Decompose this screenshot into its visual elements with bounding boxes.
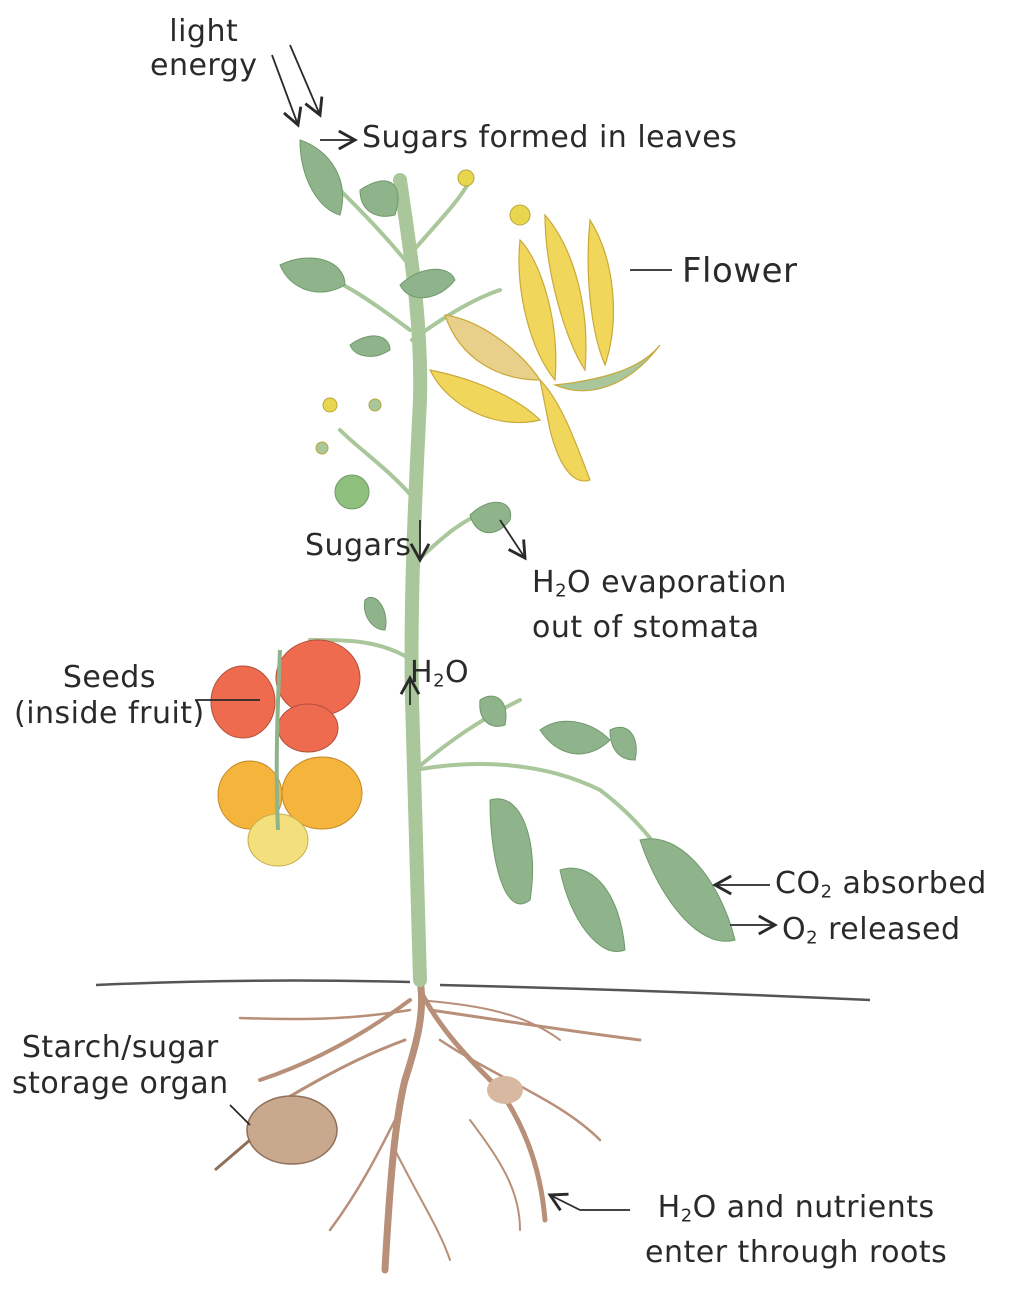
- label-flower: Flower: [682, 253, 798, 289]
- label-sugars: Sugars: [305, 528, 411, 564]
- label-seeds: Seeds (inside fruit): [14, 660, 205, 732]
- label-roots: H2O and nutrients enter through roots: [645, 1190, 947, 1271]
- green-fruit: [335, 475, 369, 509]
- soil-line: [96, 981, 870, 1000]
- label-h2o-stem: H2O: [410, 655, 469, 700]
- label-storage-organ: Starch/sugar storage organ: [12, 1030, 229, 1102]
- tomatoes: [211, 640, 362, 866]
- label-sugars-formed: Sugars formed in leaves: [362, 120, 737, 156]
- flower-illustration: [430, 215, 660, 481]
- main-stem: [400, 180, 420, 980]
- label-co2-absorbed: CO2 absorbed: [775, 866, 987, 911]
- storage-organ: [215, 1076, 523, 1170]
- label-light-energy: light energy: [150, 15, 258, 83]
- label-h2o-evaporation: H2O evaporation out of stomata: [532, 565, 787, 646]
- label-o2-released: O2 released: [782, 912, 961, 957]
